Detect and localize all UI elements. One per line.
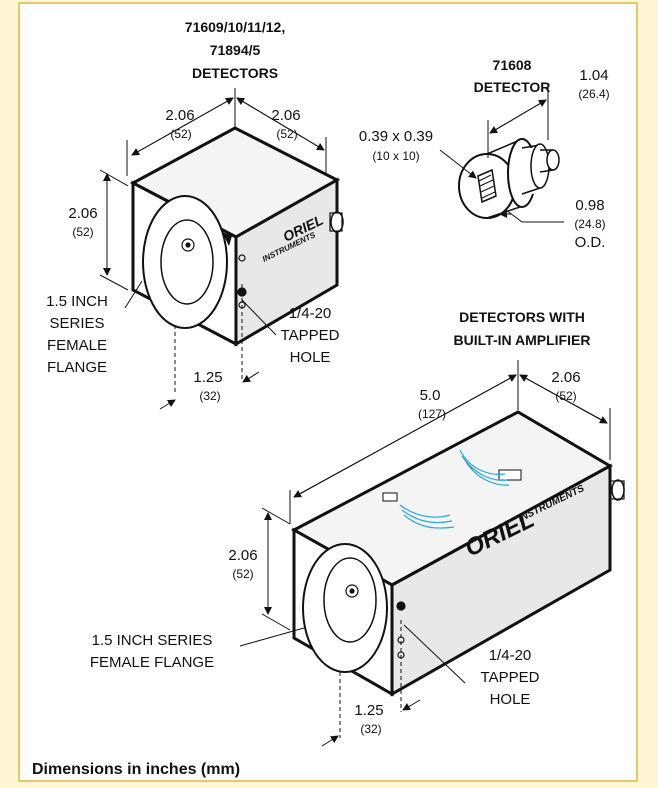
amplified-length-in: 5.0 xyxy=(420,387,441,404)
amplified-hole-offset-mm: (32) xyxy=(360,722,381,736)
amplified-hole-offset-in: 1.25 xyxy=(354,702,383,719)
small-width-right-in: 2.06 xyxy=(271,107,300,124)
small-height-in: 2.06 xyxy=(68,205,97,222)
amplified-detector-title-line-1: DETECTORS WITH xyxy=(459,309,585,325)
small-detector-connector xyxy=(330,211,344,233)
small-detector-title-line-3: DETECTORS xyxy=(192,65,278,81)
small-detector-title-line-1: 71609/10/11/12, xyxy=(185,19,285,35)
small-flange-line-4: FLANGE xyxy=(47,359,107,376)
small-tapped-hole-line-1: 1/4-20 xyxy=(289,305,332,322)
small-tapped-hole-line-3: HOLE xyxy=(290,349,331,366)
amplified-length-mm: (127) xyxy=(418,407,446,421)
amplified-width-mm: (52) xyxy=(555,389,576,403)
small-detector-flange-inner xyxy=(160,219,214,305)
amplified-tapped-hole-line-1: 1/4-20 xyxy=(489,647,532,664)
amplified-detector-flange-inner xyxy=(323,557,377,643)
detector-71608-window-in: 0.39 x 0.39 xyxy=(359,128,433,145)
detector-71608-connector xyxy=(546,149,560,171)
small-detector-drawing xyxy=(129,126,344,392)
detector-71608-od-mm: (24.8) xyxy=(574,217,605,231)
amplified-tapped-hole-line-3: HOLE xyxy=(490,691,531,708)
amplified-detector-drawing xyxy=(290,410,625,738)
detector-71608-title-line-1: 71608 xyxy=(493,57,532,73)
small-detector-side-face xyxy=(234,177,339,347)
amplified-tapped-hole-line-2: TAPPED xyxy=(481,669,540,686)
amplified-height-in: 2.06 xyxy=(228,547,257,564)
small-flange-line-2: SERIES xyxy=(49,315,104,332)
detector-71608-window-mm: (10 x 10) xyxy=(372,149,419,163)
amplified-detector-dimension-lines xyxy=(239,360,611,747)
small-hole-offset-mm: (32) xyxy=(199,389,220,403)
detector-71608-title-line-2: DETECTOR xyxy=(474,79,551,95)
small-flange-line-3: FEMALE xyxy=(47,337,107,354)
amplified-width-in: 2.06 xyxy=(551,369,580,386)
amplified-flange-line-2: FEMALE FLANGE xyxy=(90,654,214,671)
amplified-detector-title-line-2: BUILT-IN AMPLIFIER xyxy=(454,332,591,348)
detector-71608-drawing xyxy=(458,138,560,219)
amplified-height-mm: (52) xyxy=(232,567,253,581)
footer-caption: Dimensions in inches (mm) xyxy=(32,761,240,778)
detector-71608-od-in: 0.98 xyxy=(575,197,604,214)
small-height-mm: (52) xyxy=(72,225,93,239)
small-width-left-mm: (52) xyxy=(170,127,191,141)
amplified-flange-line-1: 1.5 INCH SERIES xyxy=(92,632,213,649)
small-detector-title-line-2: 71894/5 xyxy=(210,42,261,58)
detector-71608-dimension-lines xyxy=(439,88,564,223)
detector-71608-length-mm: (26.4) xyxy=(578,87,609,101)
small-width-left-in: 2.06 xyxy=(165,107,194,124)
small-width-right-mm: (52) xyxy=(276,127,297,141)
amplified-detector-connector xyxy=(611,479,625,501)
small-tapped-hole-line-2: TAPPED xyxy=(281,327,340,344)
detector-71608-length-in: 1.04 xyxy=(579,67,608,84)
amplified-detector-side-face xyxy=(390,463,612,697)
small-hole-offset-in: 1.25 xyxy=(193,369,222,386)
small-flange-line-1: 1.5 INCH xyxy=(46,293,108,310)
detector-71608-od-suffix: O.D. xyxy=(575,234,606,251)
small-detector-dimension-lines xyxy=(99,88,327,410)
